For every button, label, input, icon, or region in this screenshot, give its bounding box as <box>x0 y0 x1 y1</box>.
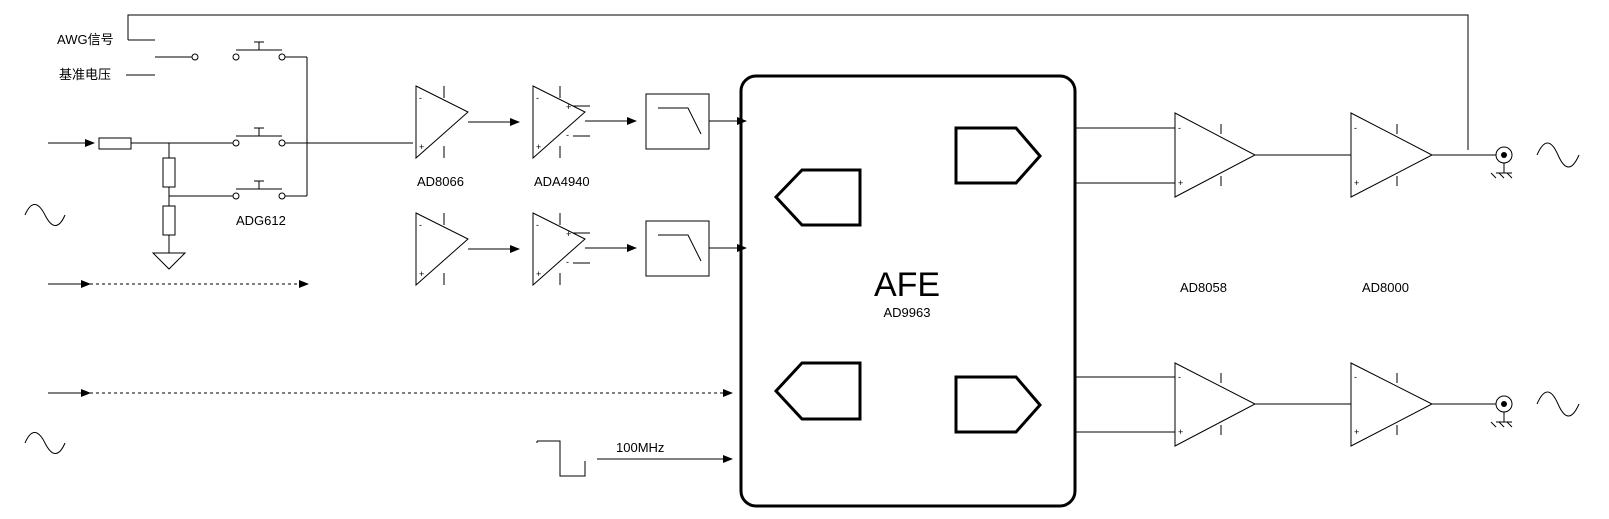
ada4940-label: ADA4940 <box>534 174 590 189</box>
svg-text:-: - <box>566 130 569 140</box>
svg-text:-: - <box>1178 123 1181 133</box>
svg-text:-: - <box>536 220 539 230</box>
divider-resistor-bottom <box>162 205 176 236</box>
ad8066-opamp-1: - + <box>415 85 469 160</box>
reference-voltage-label: 基准电压 <box>59 67 111 82</box>
ad8000-amp-1: - + <box>1350 112 1434 198</box>
ground-symbol <box>151 252 187 270</box>
svg-text:+: + <box>419 269 424 279</box>
clock-frequency-label: 100MHz <box>616 440 664 455</box>
afe-dac-icon-1 <box>773 168 862 227</box>
svg-text:-: - <box>419 93 422 103</box>
ad8058-label: AD8058 <box>1180 280 1227 295</box>
series-resistor <box>98 137 132 150</box>
svg-text:-: - <box>419 220 422 230</box>
clock-square-wave-icon <box>536 440 586 477</box>
afe-adc-icon-2 <box>954 375 1042 434</box>
output-connector-2-icon <box>1490 395 1513 428</box>
svg-text:+: + <box>419 142 424 152</box>
afe-title: AFE <box>874 266 940 304</box>
adg612-label: ADG612 <box>236 213 286 228</box>
divider-resistor-top <box>162 157 176 188</box>
svg-text:-: - <box>1354 372 1357 382</box>
output-1-sine-icon <box>1536 142 1580 168</box>
svg-text:+: + <box>566 229 571 239</box>
ada4940-diff-amp-2: - + + - <box>532 212 590 287</box>
svg-text:+: + <box>566 102 571 112</box>
ad8066-label: AD8066 <box>417 174 464 189</box>
afe-block <box>739 74 1077 508</box>
svg-text:+: + <box>1354 427 1359 437</box>
ad8066-opamp-2: - + <box>415 212 469 287</box>
svg-text:+: + <box>536 142 541 152</box>
output-2-sine-icon <box>1536 391 1580 417</box>
input-3-sine-icon <box>24 432 66 454</box>
ad8058-amp-2: - + <box>1174 362 1257 447</box>
svg-text:-: - <box>1354 123 1357 133</box>
low-pass-filter-2 <box>645 220 710 277</box>
svg-text:+: + <box>536 269 541 279</box>
afe-part-number: AD9963 <box>884 305 931 320</box>
svg-text:-: - <box>566 257 569 267</box>
input-1-sine-icon <box>24 204 66 226</box>
adg612-switch-3 <box>232 180 307 200</box>
svg-text:+: + <box>1354 178 1359 188</box>
awg-feedback-wire <box>127 14 1469 150</box>
adg612-switch-2 <box>232 127 413 147</box>
output-connector-1-icon <box>1490 146 1513 179</box>
svg-text:+: + <box>1178 427 1183 437</box>
ada4940-diff-amp-1: - + + - <box>532 85 590 160</box>
svg-text:+: + <box>1178 178 1183 188</box>
low-pass-filter-1 <box>645 93 710 150</box>
adg612-switch-1 <box>155 41 307 61</box>
awg-signal-label: AWG信号 <box>57 32 114 47</box>
ad8058-amp-1: - + <box>1174 112 1257 198</box>
svg-text:-: - <box>1178 372 1181 382</box>
afe-dac-icon-2 <box>773 361 862 421</box>
ad8000-amp-2: - + <box>1350 362 1434 447</box>
svg-text:-: - <box>536 93 539 103</box>
afe-adc-icon-1 <box>954 126 1042 185</box>
ad8000-label: AD8000 <box>1362 280 1409 295</box>
